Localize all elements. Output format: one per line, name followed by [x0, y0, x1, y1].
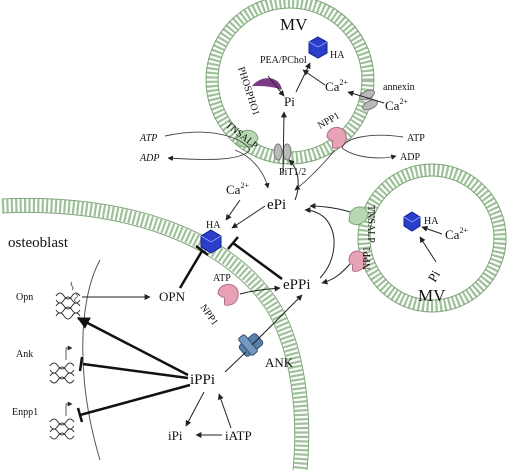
npp1-right-label: NPP1	[362, 247, 373, 270]
ank-transporter-icon	[238, 333, 264, 357]
ha-extracellular-label: HA	[206, 220, 221, 231]
npp1-right-icon	[348, 250, 367, 272]
gene-ank-label: Ank	[16, 349, 33, 360]
mv-right-pi-label: Pi	[425, 267, 444, 284]
pit-transporter-icon	[273, 143, 292, 161]
mv-top-title: MV	[280, 15, 308, 34]
mv-right-ha-label: HA	[424, 216, 439, 227]
ca-entry-arrow	[347, 90, 385, 104]
opn-mrna-icon	[74, 293, 78, 303]
mv-right-title: MV	[418, 286, 446, 305]
opn-inhibits-ha-bar	[195, 245, 209, 256]
eppi-to-epi-arrow	[304, 207, 335, 279]
mv-right-ca-to-ha-arrow	[421, 225, 443, 235]
adp-left-curve	[167, 149, 251, 161]
atp-left-curve	[164, 131, 251, 151]
epi-label: ePi	[267, 197, 286, 213]
mv-top-ha-label: HA	[330, 50, 345, 61]
mv-right-pi-to-ha-arrow	[419, 236, 437, 263]
ha-right-icon	[403, 211, 421, 232]
ippi-inhibits-enpp1-bar	[76, 407, 84, 423]
osteoblast-label: osteoblast	[8, 235, 69, 251]
tnsalp-right-icon	[348, 206, 369, 226]
mv-top-ca-out-label: Ca2+	[385, 97, 408, 113]
gene-opn-label: Opn	[16, 292, 33, 303]
mv-right-ca-label: Ca2+	[445, 226, 468, 242]
phospho1-label: PHOSPHO1	[235, 66, 261, 118]
ippi-inhibits-ank-line	[82, 362, 189, 380]
ha-crystal-icon	[308, 36, 328, 59]
atp-right-curve	[341, 134, 404, 149]
opn-label: OPN	[159, 289, 186, 304]
ank-export-arrow	[251, 294, 303, 346]
atp-left-label: ATP	[139, 133, 157, 144]
ippi-inhibits-ank-bar	[78, 356, 84, 372]
iatp-label: iATP	[225, 428, 252, 443]
adp-right-curve	[341, 147, 397, 160]
tnsalp-to-epi-arrow	[234, 149, 270, 189]
npp1-to-eppi-arrow	[239, 285, 281, 295]
eppi-inhibits-ha-bar	[227, 236, 239, 250]
ippi-to-ank-line	[224, 351, 247, 373]
adp-right-label: ADP	[400, 152, 420, 163]
pit-label: PiT1/2	[279, 167, 306, 178]
pi-to-ha-arrow	[295, 62, 311, 93]
epi-to-pit-arrow	[288, 159, 299, 201]
epi-to-ha-arrow	[231, 205, 266, 229]
dna-enpp1-icon	[49, 401, 75, 440]
extracellular-ca-label: Ca2+	[226, 181, 249, 197]
dna-ank-icon	[49, 345, 75, 384]
adp-left-label: ADP	[139, 153, 159, 164]
pchol-to-pi-arrow	[267, 75, 285, 97]
pea-pchol-label: PEA/PChol	[260, 55, 307, 66]
ank-label: ANK	[265, 355, 294, 370]
atp-right-label: ATP	[407, 133, 425, 144]
annexin-label: annexin	[383, 82, 415, 93]
ha-extracellular-icon	[200, 229, 222, 254]
mv-top-pi-label: Pi	[284, 94, 295, 109]
opn-inhibits-ha-line	[178, 250, 204, 289]
ipi-label: iPi	[168, 428, 183, 443]
ippi-label: iPPi	[190, 372, 215, 388]
ca-to-ha-ext-arrow	[225, 199, 241, 221]
npp1-right-to-eppi-arrow	[321, 263, 351, 285]
ippi-inhibits-enpp1-line	[79, 383, 191, 417]
nucleus-outline	[82, 259, 101, 461]
phospho1-enzyme-icon	[252, 78, 282, 90]
matrix-vesicle-right-membrane	[357, 163, 507, 313]
pit-import-arrow	[280, 111, 287, 176]
osteoblast-membrane	[1, 197, 310, 470]
gene-enpp1-label: Enpp1	[12, 407, 38, 418]
annexin-channel-icon	[359, 89, 378, 111]
eppi-inhibits-ha-line	[232, 241, 283, 281]
npp1-cell-icon	[217, 283, 239, 306]
dna-opn-icon	[55, 281, 81, 320]
tnsalp-right-label: TNSALP	[365, 205, 376, 243]
iatp-to-ippi-arrow	[217, 393, 232, 429]
mv-top-ca-label: Ca2+	[325, 78, 348, 94]
npp1-cell-label: NPP1	[198, 302, 220, 327]
eppi-label: ePPi	[283, 277, 311, 293]
ippi-induces-opn-arrow	[76, 316, 189, 377]
atp-npp1-label: ATP	[213, 273, 231, 284]
ca-to-ha-arrow	[302, 69, 326, 86]
ippi-to-ipi-arrow	[185, 391, 205, 427]
